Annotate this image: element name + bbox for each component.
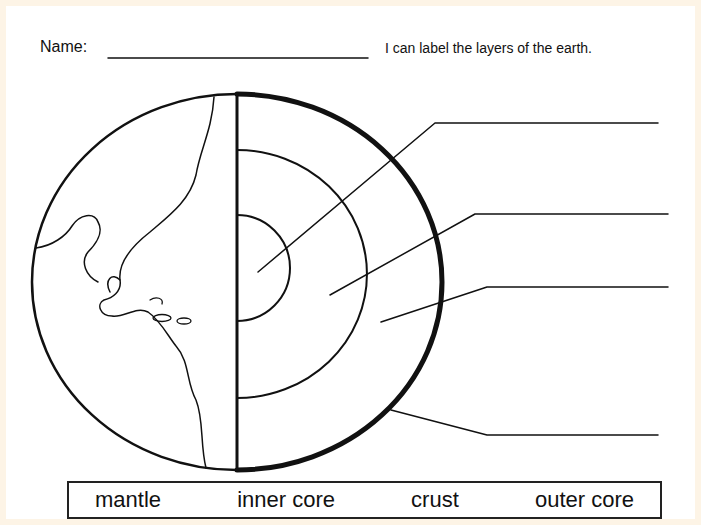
earth-outline <box>32 94 442 470</box>
word-bank-word: mantle <box>95 488 161 512</box>
worksheet-page <box>6 6 695 519</box>
continent-coastline <box>150 298 162 304</box>
word-bank-word: crust <box>411 488 459 512</box>
leader-line <box>381 287 668 322</box>
crust-layer <box>237 94 442 470</box>
outer-core-boundary <box>237 150 367 398</box>
word-bank-word: inner core <box>237 488 335 512</box>
continent-coastline <box>100 97 214 468</box>
objective-text: I can label the layers of the earth. <box>385 40 592 56</box>
leader-line <box>330 214 668 295</box>
word-bank-word: outer core <box>535 488 634 512</box>
word-bank-box: mantle inner core crust outer core <box>67 481 662 519</box>
island <box>153 315 171 322</box>
leader-line <box>258 123 658 272</box>
leader-line <box>391 410 658 435</box>
name-label: Name: <box>40 38 87 56</box>
name-underline <box>108 57 368 59</box>
continent-coastline <box>108 277 120 292</box>
continent-coastline <box>36 216 100 282</box>
island <box>177 318 191 324</box>
